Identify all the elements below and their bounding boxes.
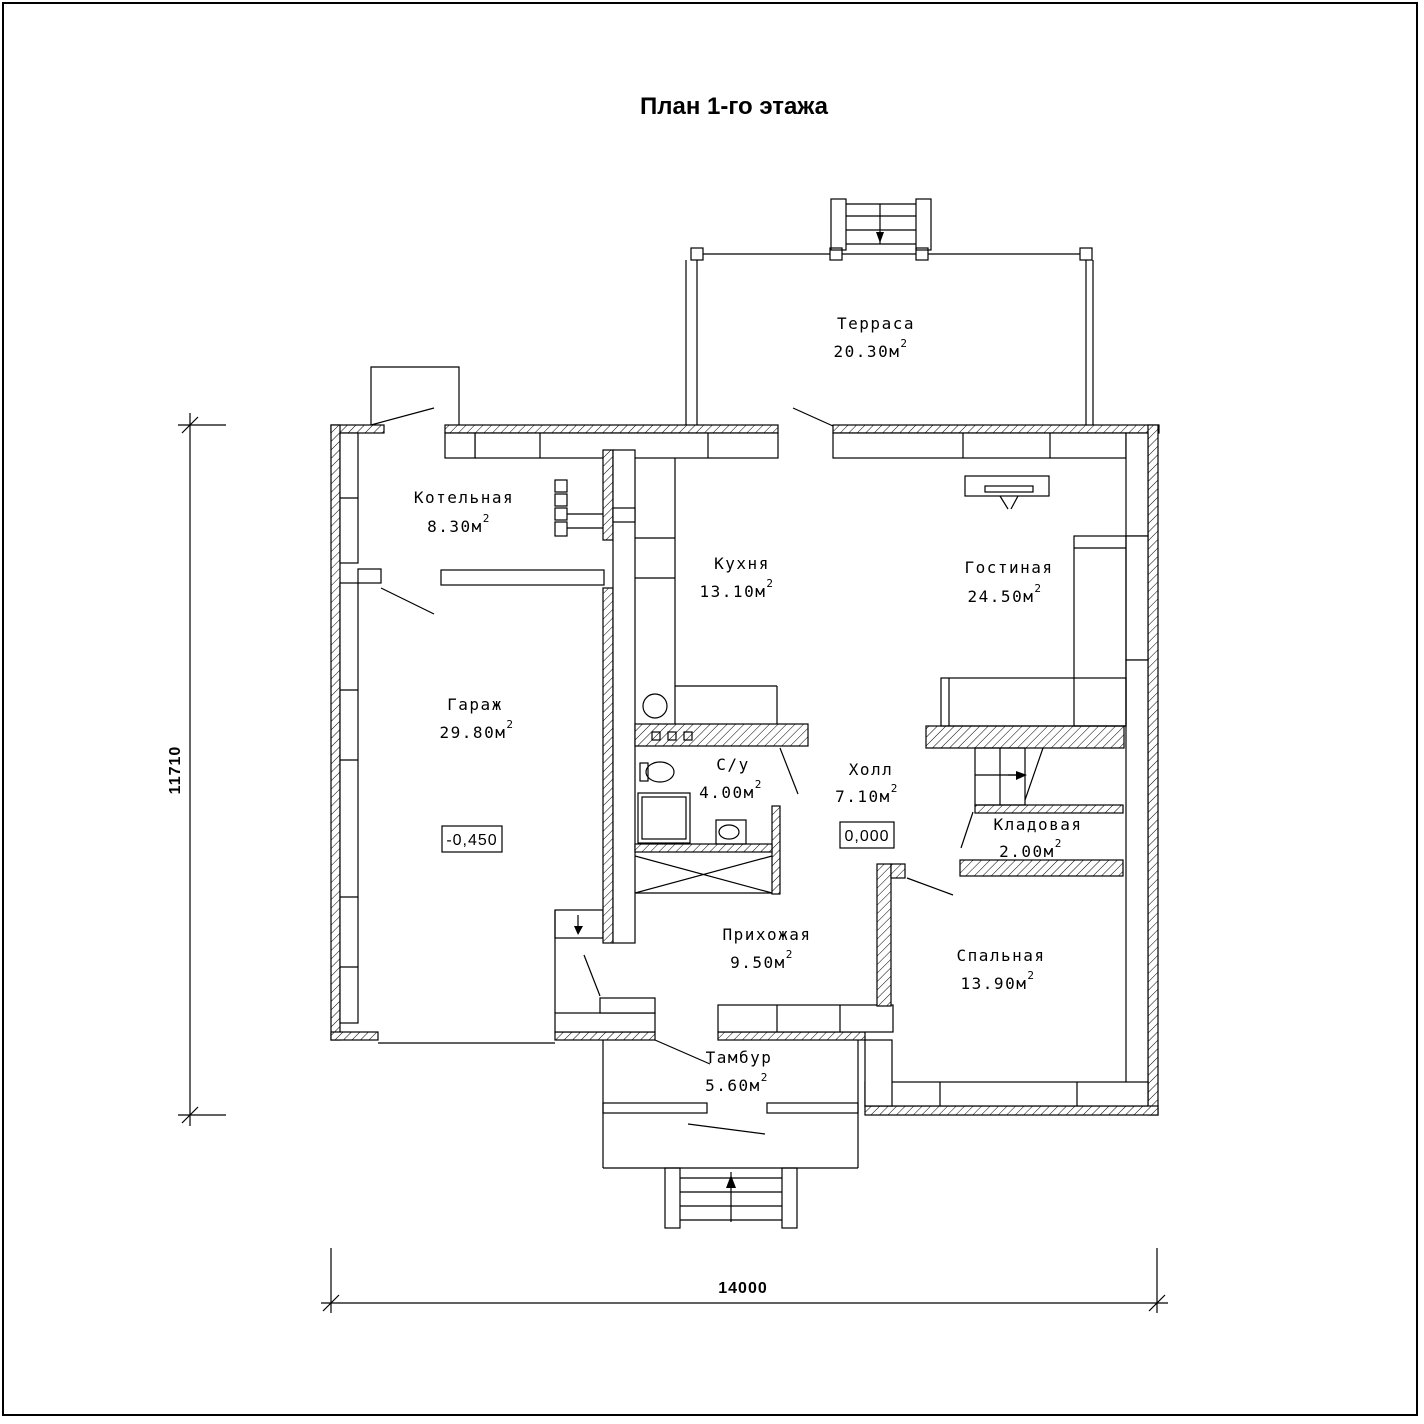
room-name-living: Гостиная xyxy=(964,558,1053,577)
room-area-vestibule: 5.60м2 xyxy=(705,1071,769,1095)
room-name-hall: Холл xyxy=(849,760,894,779)
room-area-entry: 9.50м2 xyxy=(730,948,794,972)
room-name-entry: Прихожая xyxy=(722,925,811,944)
room-name-boiler: Котельная xyxy=(414,488,514,507)
room-area-hall: 7.10м2 xyxy=(835,782,899,806)
garage-level: -0,450 xyxy=(446,832,497,849)
room-name-bedroom: Спальная xyxy=(956,946,1045,965)
room-area-kitchen: 13.10м2 xyxy=(700,577,775,601)
terrace xyxy=(685,198,1094,427)
room-area-terrace: 20.30м2 xyxy=(834,337,909,361)
interior-walls xyxy=(440,449,1125,1014)
hall-level-box xyxy=(839,821,895,849)
plan-lines xyxy=(178,198,1168,1313)
room-area-garage: 29.80м2 xyxy=(440,718,515,742)
room-name-wc: С/у xyxy=(716,755,749,774)
dimension-lines xyxy=(178,413,1168,1313)
room-area-wc: 4.00м2 xyxy=(699,778,763,802)
room-area-pantry: 2.00м2 xyxy=(999,837,1063,861)
hall-level: 0,000 xyxy=(844,828,889,845)
room-name-garage: Гараж xyxy=(447,695,503,714)
outer-walls xyxy=(330,424,1160,1116)
height-dimension: 11710 xyxy=(167,746,184,795)
room-name-pantry: Кладовая xyxy=(993,815,1082,834)
room-name-kitchen: Кухня xyxy=(714,554,770,573)
garage-level-box xyxy=(441,825,503,853)
room-area-boiler: 8.30м2 xyxy=(427,512,491,536)
room-area-living: 24.50м2 xyxy=(968,582,1043,606)
room-name-vestibule: Тамбур xyxy=(706,1048,773,1067)
stair-arrows xyxy=(574,232,1027,1188)
room-area-bedroom: 13.90м2 xyxy=(961,969,1036,993)
plan-title: План 1-го этажа xyxy=(640,93,829,120)
room-name-terrace: Терраса xyxy=(837,314,915,333)
room-labels: Терраса 20.30м2 Котельная 8.30м2 Кухня 1… xyxy=(414,314,1082,1095)
width-dimension: 14000 xyxy=(718,1280,768,1297)
